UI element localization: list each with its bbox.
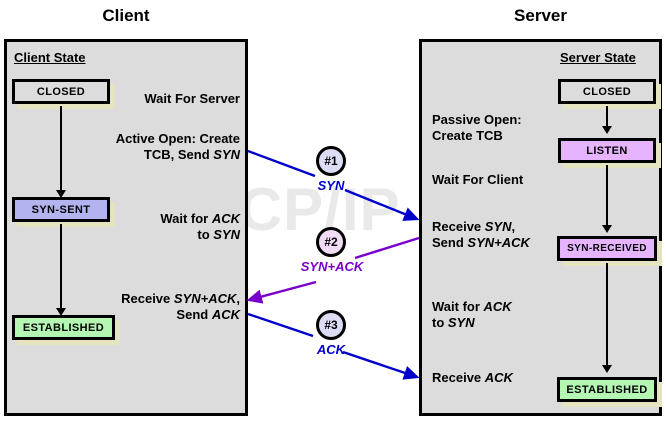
client-action-receive-syn-ack: Receive SYN+ACK, Send ACK [121, 291, 240, 322]
client-arrow-closed-to-synsent-line [60, 106, 62, 192]
server-action-receive-syn: Receive SYN, Send SYN+ACK [432, 219, 530, 250]
server-state-syn-received: SYN-RECEIVED [557, 236, 657, 261]
msg3-arrow-segment-left [247, 312, 314, 338]
server-action-receive-ack: Receive ACK [432, 370, 513, 385]
server-action-wait-for-client: Wait For Client [432, 172, 524, 187]
client-arrow-synsent-to-established-line [60, 224, 62, 310]
client-state-heading: Client State [14, 50, 86, 65]
server-action-passive-open: Passive Open: Create TCB [432, 112, 522, 143]
server-column-title: Server [514, 6, 567, 25]
server-arrow-synreceived-to-established-line [606, 263, 608, 367]
msg2-arrow-segment-left [246, 280, 317, 304]
client-state-syn-sent: SYN-SENT [12, 197, 110, 222]
client-column-title: Client [102, 6, 150, 25]
server-state-heading: Server State [560, 50, 636, 65]
server-arrow-listen-to-synreceived-head [602, 225, 612, 233]
msg1-arrow-segment-left [247, 149, 316, 178]
server-arrow-closed-to-listen-line [606, 106, 608, 128]
client-state-closed: CLOSED [12, 79, 110, 104]
server-state-closed: CLOSED [558, 79, 656, 104]
server-arrow-closed-to-listen-head [602, 126, 612, 134]
server-arrow-synreceived-to-established-head [602, 365, 612, 373]
client-action-active-open: Active Open: Create TCB, Send SYN [115, 131, 240, 162]
server-action-wait-for-ack: Wait for ACK to SYN [432, 299, 512, 330]
client-action-wait-for-ack: Wait for ACK to SYN [160, 211, 240, 242]
message-label-ack: ACK [316, 342, 346, 357]
message-badge-3: #3 [316, 310, 346, 340]
message-badge-1: #1 [316, 146, 346, 176]
client-arrow-synsent-to-established-head [56, 308, 66, 316]
message-label-syn: SYN [317, 178, 345, 193]
client-action-wait-for-server: Wait For Server [144, 91, 240, 106]
message-badge-2: #2 [316, 227, 346, 257]
client-state-established: ESTABLISHED [12, 315, 115, 340]
server-state-listen: LISTEN [558, 138, 656, 163]
client-arrow-closed-to-synsent-head [56, 190, 66, 198]
message-label-syn-ack: SYN+ACK [300, 259, 364, 274]
server-state-established: ESTABLISHED [557, 377, 657, 402]
server-arrow-listen-to-synreceived-line [606, 165, 608, 227]
